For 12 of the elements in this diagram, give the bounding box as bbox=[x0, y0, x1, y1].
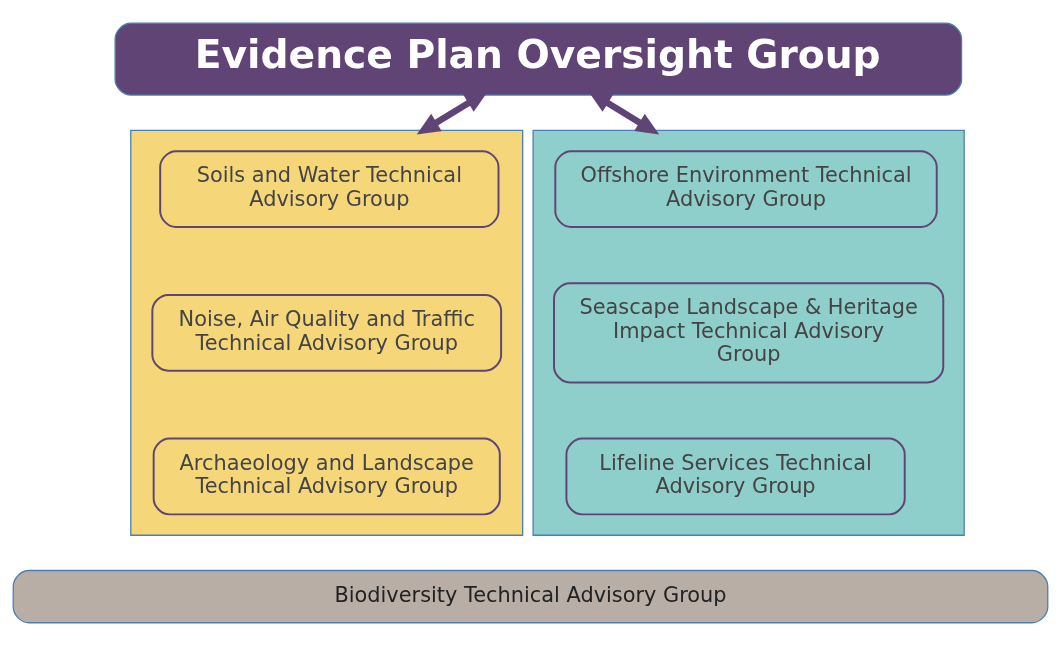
node-box: Noise, Air Quality and Traffic Technical Advisory Group bbox=[151, 293, 503, 372]
arrow bbox=[416, 91, 489, 135]
node-box: Soils and Water Technical Advisory Group bbox=[159, 150, 500, 228]
node-box: Evidence Plan Oversight Group bbox=[114, 22, 963, 96]
node-box: Archaeology and Landscape Technical Advisory Group bbox=[152, 437, 501, 516]
node-box: Seascape Landscape & Heritage Impact Technical Advisory Group bbox=[553, 282, 945, 384]
cluster bbox=[130, 129, 524, 536]
node-box: Offshore Environment Technical Advisory Group bbox=[554, 150, 938, 228]
node-box: Biodiversity Technical Advisory Group bbox=[12, 569, 1049, 624]
node-box: Lifeline Services Technical Advisory Group bbox=[565, 437, 906, 516]
arrow bbox=[588, 91, 660, 135]
cluster bbox=[532, 129, 965, 536]
